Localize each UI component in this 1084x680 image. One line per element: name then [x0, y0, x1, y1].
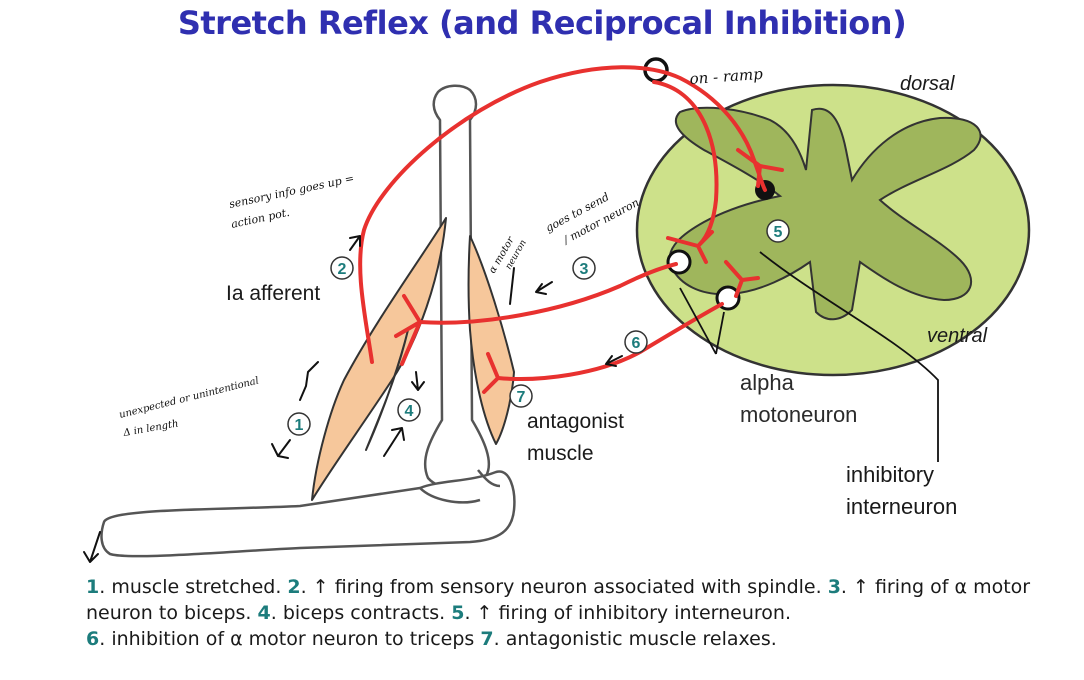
synapse-fork-2 — [666, 230, 714, 264]
synapse-fork-1 — [736, 148, 784, 188]
svg-text:7: 7 — [517, 389, 526, 406]
antagonist-label-2: muscle — [527, 442, 594, 465]
synapse-fork-3 — [724, 260, 760, 298]
note-on-ramp: on - ramp — [689, 65, 764, 88]
caption-text-1: . muscle stretched. — [99, 576, 288, 598]
caption: 1. muscle stretched. 2. ↑ firing from se… — [86, 574, 1046, 652]
biceps-endplate — [394, 294, 422, 366]
svg-text:6: 6 — [632, 335, 641, 352]
step-markers: 1 2 3 4 5 6 7 — [287, 219, 790, 436]
caption-text-5: . ↑ firing of inhibitory interneuron. — [464, 602, 791, 624]
labels: dorsal ventral Ia afferent antagonist mu… — [226, 73, 988, 519]
gray-matter — [668, 106, 982, 321]
handwritten-arrows — [83, 235, 623, 563]
ia-afferent-fiber — [358, 65, 767, 364]
arm-bones — [100, 84, 516, 558]
motoneuron-cell — [666, 249, 692, 275]
marker-5: 5 — [766, 219, 790, 243]
caption-num-6: 6 — [86, 628, 100, 650]
note-sensory-1: sensory info goes up = — [228, 172, 355, 211]
inhibitory-label-1: inhibitory — [846, 462, 934, 487]
svg-text:1: 1 — [295, 417, 304, 434]
elbow-joint — [419, 469, 501, 504]
ventral-label: ventral — [927, 325, 988, 347]
triceps-endplate — [482, 352, 500, 394]
leader-lines — [679, 251, 939, 462]
ia-afferent-fiber-branch — [652, 80, 719, 246]
diagram: 1 2 3 4 5 6 7 dorsal ventral Ia afferent… — [83, 57, 1031, 563]
biceps-inner — [365, 329, 409, 451]
caption-num-1: 1 — [86, 576, 100, 598]
alpha-label-2: motoneuron — [740, 402, 857, 427]
marker-2: 2 — [330, 256, 354, 280]
caption-text-2: . ↑ firing from sensory neuron associate… — [300, 576, 828, 598]
alpha-label-1: alpha — [740, 370, 795, 395]
forearm — [100, 470, 516, 558]
caption-num-2: 2 — [287, 576, 301, 598]
svg-text:3: 3 — [580, 261, 589, 278]
svg-text:5: 5 — [774, 224, 783, 241]
marker-3: 3 — [572, 256, 596, 280]
caption-num-7: 7 — [480, 628, 494, 650]
note-unexpected-2: Δ in length — [122, 418, 180, 439]
slide-title: Stretch Reflex (and Reciprocal Inhibitio… — [177, 4, 907, 42]
svg-text:2: 2 — [338, 261, 347, 278]
svg-text:4: 4 — [405, 403, 414, 420]
caption-num-4: 4 — [257, 602, 271, 624]
antagonist-label-1: antagonist — [527, 410, 624, 433]
marker-6: 6 — [624, 330, 648, 354]
caption-num-5: 5 — [451, 602, 465, 624]
marker-1: 1 — [287, 412, 311, 436]
caption-text-7: . antagonistic muscle relaxes. — [493, 628, 777, 650]
inhibitory-label-2: interneuron — [846, 494, 957, 519]
caption-text-4: . biceps contracts. — [270, 602, 452, 624]
note-sensory-2: action pot. — [230, 206, 291, 231]
caption-num-3: 3 — [827, 576, 841, 598]
marker-4: 4 — [397, 398, 421, 422]
caption-text-6: . inhibition of α motor neuron to tricep… — [99, 628, 481, 650]
caption-text-3: . ↑ firing of α motor neuron to biceps. — [86, 576, 1031, 624]
marker-7: 7 — [509, 384, 533, 408]
ia-afferent-label: Ia afferent — [226, 282, 320, 305]
note-unexpected-1: unexpected or unintentional — [118, 375, 260, 420]
alpha-motor-fiber-biceps — [418, 262, 678, 325]
dorsal-label: dorsal — [900, 73, 955, 95]
